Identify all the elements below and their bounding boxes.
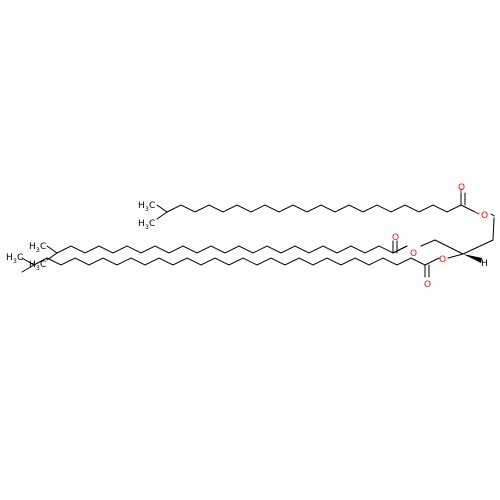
methyl-label-top-2: H 3 C <box>138 219 155 231</box>
carbonyl-oxygen-bottom: O <box>424 280 431 290</box>
ester-oxygen-bottom: O <box>439 255 446 265</box>
chain-top-branch <box>156 211 168 220</box>
chain-top-ester-o-stub <box>474 211 480 215</box>
methyl-middle-2-h: H <box>29 260 36 270</box>
ester-oxygen-top: O <box>481 211 488 221</box>
chain-bottom-ester-c-o <box>424 257 440 266</box>
atom-labels: O O O O O O H H 3 C H 3 C H 3 C H 3 C H <box>6 183 488 290</box>
methyl-top-1-h: H <box>138 201 145 211</box>
methyl-top-2-sub: 3 <box>145 224 149 231</box>
methyl-bottom-1-c: C <box>17 253 23 263</box>
methyl-top-2-h: H <box>138 219 145 229</box>
chain-middle-ester-c-o <box>392 245 408 254</box>
methyl-label-top-1: H 3 C <box>138 201 155 213</box>
methyl-bottom-1-sub: 3 <box>13 258 17 265</box>
methyl-middle-1-sub: 3 <box>36 247 40 254</box>
chain-bottom-backbone <box>21 257 426 266</box>
acyl-chain-bottom <box>21 257 440 278</box>
glycerol-chiral-ch2-right <box>462 239 494 255</box>
methyl-middle-1-h: H <box>29 242 36 252</box>
stereo-wedge-bond <box>463 254 482 263</box>
methyl-top-1-sub: 3 <box>145 206 149 213</box>
carbonyl-oxygen-middle: O <box>392 233 399 243</box>
carbonyl-oxygen-top: O <box>458 183 465 193</box>
glycerol-chiral-o <box>447 253 464 259</box>
acyl-chain-middle <box>46 240 408 261</box>
chain-top-ester-c-o <box>460 204 476 213</box>
methyl-middle-2-sub: 3 <box>36 265 40 272</box>
chain-bottom-branch <box>21 264 35 273</box>
chain-middle-backbone <box>46 245 408 254</box>
chain-top-o-ch2 <box>490 213 495 217</box>
methyl-label-bottom-1: H 3 C <box>6 253 23 265</box>
stereocenter-hydrogen: H <box>481 259 488 269</box>
methyl-top-2-c: C <box>149 219 155 229</box>
methyl-bottom-1-h: H <box>6 253 13 263</box>
acyl-chain-top <box>156 188 495 220</box>
chain-top-backbone <box>156 204 462 213</box>
methyl-middle-2-c: C <box>40 260 46 270</box>
methyl-middle-1-c: C <box>40 242 46 252</box>
glycerol-ch2-o-top <box>492 217 495 241</box>
glycerol-backbone <box>420 217 495 263</box>
methyl-label-middle-2: H 3 C <box>29 260 46 272</box>
glycerol-ch2-chiral <box>434 239 464 255</box>
ester-oxygen-middle: O <box>410 249 417 259</box>
glycerol-o-ch2-left <box>420 239 436 247</box>
methyl-top-1-c: C <box>149 201 155 211</box>
methyl-label-middle-1: H 3 C <box>29 242 46 254</box>
